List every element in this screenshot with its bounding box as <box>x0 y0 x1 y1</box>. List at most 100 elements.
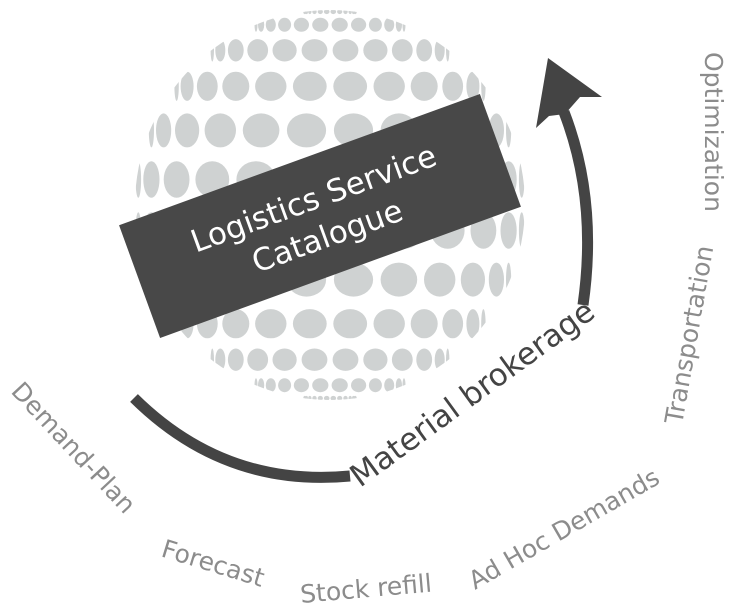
globe-dot <box>265 378 276 393</box>
stage-transportation: Transportation <box>659 243 719 427</box>
stage-stock-refill: Stock refill <box>299 569 433 609</box>
stage-optimization: Optimization <box>699 52 728 212</box>
globe-dot <box>293 378 309 393</box>
globe-dot <box>391 348 413 371</box>
globe-dot <box>434 39 445 62</box>
globe-dot <box>148 113 154 148</box>
globe-dot <box>330 395 337 400</box>
globe-dot <box>391 39 413 62</box>
globe-dot <box>332 348 359 371</box>
globe-dot <box>308 10 312 15</box>
globe-dot <box>380 262 418 297</box>
globe-dot <box>317 10 323 15</box>
globe-dot <box>163 161 190 198</box>
globe-dot <box>373 309 405 339</box>
globe-dot <box>506 262 512 297</box>
globe-dot <box>254 378 258 393</box>
globe-dot <box>442 309 464 339</box>
globe-dot <box>446 348 450 371</box>
globe-dot <box>351 17 367 32</box>
globe-dot <box>331 17 348 32</box>
globe-dot <box>395 378 402 393</box>
banner-background <box>119 93 521 339</box>
globe-dot <box>331 378 348 393</box>
globe-dot <box>156 113 172 148</box>
globe-dot <box>265 17 276 32</box>
globe-dot <box>368 17 382 32</box>
globe-dot <box>402 17 406 32</box>
globe-dot <box>292 309 327 339</box>
globe-dot <box>258 378 265 393</box>
globe-dot <box>368 378 382 393</box>
globe-dot <box>500 212 517 249</box>
globe-dot <box>242 113 280 148</box>
globe-dot <box>424 262 456 297</box>
globe-dot <box>332 39 359 62</box>
globe-dot <box>466 71 480 101</box>
globe-dot <box>416 39 433 62</box>
globe-dot <box>348 395 352 400</box>
globe-dot <box>337 395 343 400</box>
globe-dot <box>143 161 160 198</box>
globe-dot <box>348 10 352 15</box>
globe-dot <box>258 17 265 32</box>
globe-dot <box>204 113 236 148</box>
globe-dot <box>402 378 406 393</box>
stage-demand-plan: Demand-Plan <box>6 376 142 519</box>
globe-dot <box>410 309 438 339</box>
globe-dot <box>255 71 287 101</box>
globe-dot <box>317 395 323 400</box>
globe-dot <box>353 395 357 400</box>
globe-dot <box>323 395 330 400</box>
globe-dot <box>343 395 348 400</box>
globe-dot <box>481 71 486 101</box>
globe-dot <box>353 10 357 15</box>
globe-dot <box>363 348 388 371</box>
globe-dot <box>384 17 395 32</box>
globe-dot <box>301 39 328 62</box>
globe-dot <box>395 17 402 32</box>
globe-dot <box>481 309 486 339</box>
globe-dot <box>247 348 269 371</box>
arrow-shaft-right <box>558 110 594 306</box>
globe-dot <box>180 71 194 101</box>
globe-dot <box>293 17 309 32</box>
globe-dot <box>305 10 308 15</box>
globe-dot <box>330 10 337 15</box>
globe-dot <box>333 309 368 339</box>
globe-dot <box>222 71 250 101</box>
globe-dot <box>272 39 297 62</box>
globe-dot <box>135 161 142 198</box>
arrow-shaft-left <box>130 394 351 483</box>
globe-dot <box>254 17 258 32</box>
cycle-arrow <box>130 58 602 483</box>
arrow-head <box>536 58 602 128</box>
globe-dot <box>488 262 504 297</box>
globe-dot <box>227 348 244 371</box>
globe-dot <box>446 39 450 62</box>
globe-dot <box>518 161 525 198</box>
globe-dot <box>312 395 317 400</box>
globe-dot <box>333 71 368 101</box>
stage-forecast: Forecast <box>158 534 268 593</box>
globe-dot <box>175 113 200 148</box>
globe-dot <box>410 71 438 101</box>
globe-dot <box>434 348 445 371</box>
globe-dot <box>416 348 433 371</box>
globe-dot <box>210 348 214 371</box>
globe-dot <box>227 39 244 62</box>
globe-dot <box>343 10 348 15</box>
globe-dot <box>337 10 343 15</box>
globe-dot <box>351 378 367 393</box>
globe-dot <box>278 17 292 32</box>
globe-dot <box>247 39 269 62</box>
globe-dot <box>312 10 317 15</box>
globe-dot <box>308 395 312 400</box>
globe-dot <box>278 378 292 393</box>
globe-dot <box>286 113 327 148</box>
globe-dot <box>215 348 226 371</box>
stage-ad-hoc-demands: Ad Hoc Demands <box>464 462 665 595</box>
globe-dot <box>363 39 388 62</box>
globe-dot <box>222 309 250 339</box>
